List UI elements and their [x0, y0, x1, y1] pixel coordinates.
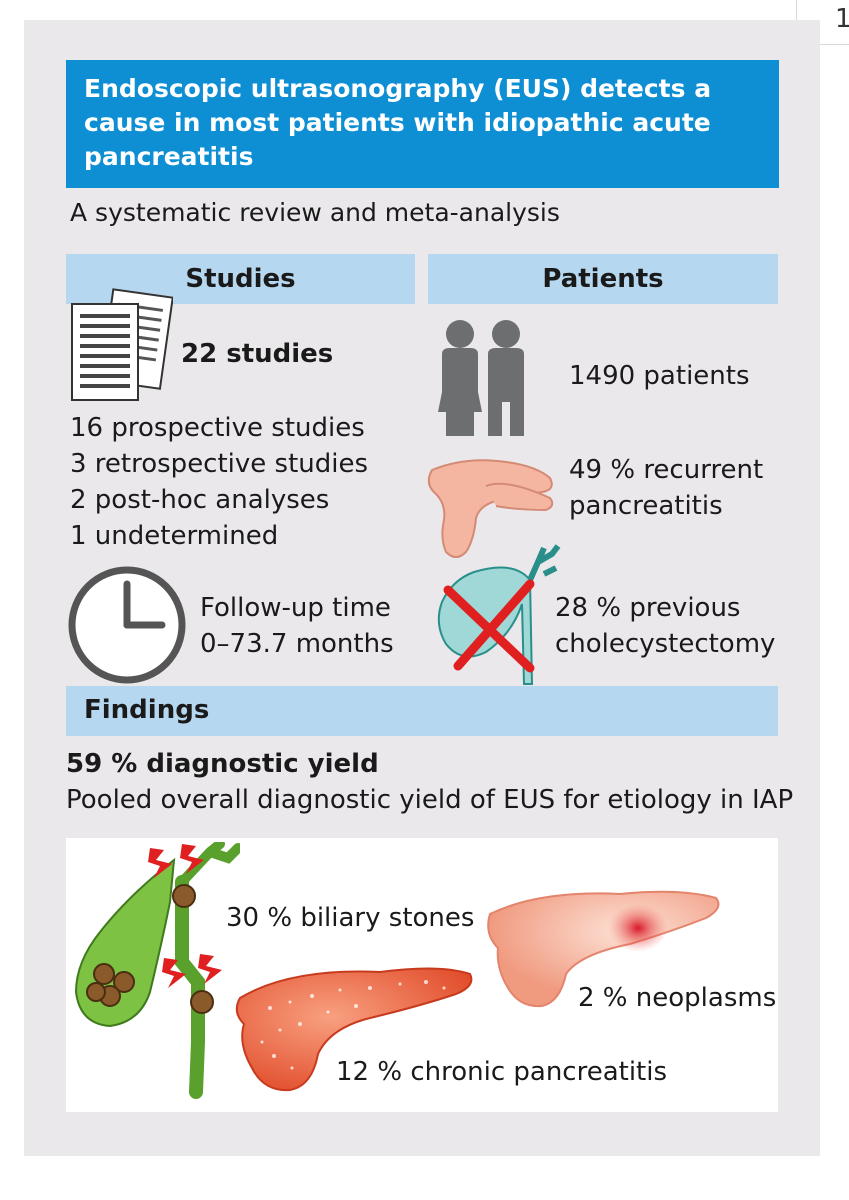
documents-icon: [71, 288, 173, 401]
biliary-stones-label: 30 % biliary stones: [226, 903, 475, 933]
pancreas-icon: [427, 459, 554, 558]
study-type-posthoc: 2 post-hoc analyses: [70, 485, 330, 515]
studies-header-label: Studies: [185, 264, 296, 294]
cholecystectomy-line1: 28 % previous: [555, 593, 741, 623]
lightning-icon: [148, 844, 204, 878]
page-title: Endoscopic ultrasonography (EUS) detects…: [84, 74, 712, 171]
neoplasms-label: 2 % neoplasms: [578, 983, 777, 1013]
chronic-pancreatitis-label: 12 % chronic pancreatitis: [336, 1057, 668, 1087]
recurrent-line2: pancreatitis: [569, 491, 723, 521]
recurrent-line1: 49 % recurrent: [569, 455, 764, 485]
people-icon: [438, 320, 524, 436]
clock-icon: [68, 566, 186, 684]
findings-header: Findings: [66, 686, 778, 736]
subtitle: A systematic review and meta-analysis: [70, 198, 560, 227]
study-type-retrospective: 3 retrospective studies: [70, 449, 369, 479]
cholecystectomy-line2: cholecystectomy: [555, 629, 776, 659]
lightning-icon: [162, 954, 222, 988]
neoplasm-pancreas-icon: [487, 890, 720, 1008]
chronic-pancreas-icon: [235, 967, 473, 1092]
diagnostic-yield-description: Pooled overall diagnostic yield of EUS f…: [66, 785, 794, 815]
patients-header: Patients: [428, 254, 778, 304]
patients-total: 1490 patients: [569, 361, 750, 391]
patients-header-label: Patients: [542, 264, 664, 294]
study-type-prospective: 16 prospective studies: [70, 413, 365, 443]
followup-range: 0–73.7 months: [200, 629, 394, 659]
findings-header-label: Findings: [84, 695, 210, 725]
studies-header: Studies: [66, 254, 415, 304]
studies-total: 22 studies: [181, 339, 334, 369]
title-box: Endoscopic ultrasonography (EUS) detects…: [66, 60, 779, 188]
gallbladder-crossed-icon: [437, 544, 561, 685]
diagnostic-yield: 59 % diagnostic yield: [66, 749, 379, 779]
gallbladder-stones-icon: [74, 842, 240, 1099]
page-number: 1: [835, 4, 849, 34]
followup-label: Follow-up time: [200, 593, 391, 623]
study-type-undetermined: 1 undetermined: [70, 521, 279, 551]
